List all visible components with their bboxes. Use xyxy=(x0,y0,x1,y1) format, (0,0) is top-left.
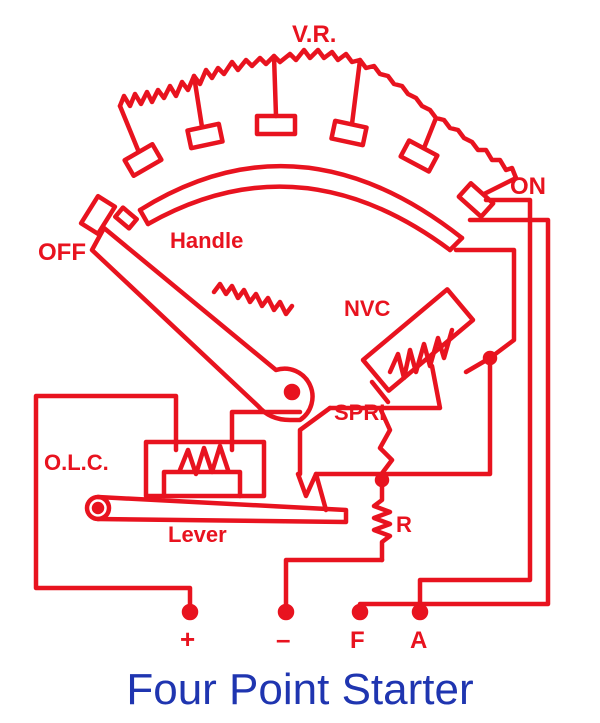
tap-3 xyxy=(271,53,279,119)
brass-strip-inner xyxy=(145,184,453,253)
junction-nvc xyxy=(482,350,498,366)
wire-to-resistor xyxy=(377,405,395,479)
terminal-plus-dot xyxy=(181,603,199,621)
wire-nvc-to-field xyxy=(313,355,493,477)
stud-4 xyxy=(329,118,369,148)
brass-strip-end-left xyxy=(137,207,151,227)
wire-olc-right xyxy=(229,409,303,453)
label-lever: Lever xyxy=(168,522,227,547)
wire-strip-to-nvc xyxy=(453,247,517,375)
tap-1 xyxy=(117,103,141,153)
tap-4 xyxy=(349,57,363,127)
junction-r xyxy=(374,472,390,488)
tap-5 xyxy=(421,115,439,151)
stud-off xyxy=(78,193,118,237)
label-variable-resistance: V.R. xyxy=(292,21,336,48)
brass-strip-end-right xyxy=(447,235,465,253)
wire-on-to-field xyxy=(357,217,551,611)
handle-pivot xyxy=(283,383,301,401)
tap-2 xyxy=(191,73,205,130)
lever-contact xyxy=(295,471,329,513)
stud-2 xyxy=(185,121,225,151)
brass-strip-outer xyxy=(137,163,465,241)
label-handle: Handle xyxy=(170,228,243,253)
terminal-minus-dot xyxy=(277,603,295,621)
nvc-bracket xyxy=(327,363,443,411)
wire-on-to-armature xyxy=(417,197,533,611)
resistor-r xyxy=(371,473,393,563)
handle-soft-iron-piece xyxy=(211,281,295,317)
tap-on xyxy=(481,175,519,197)
stud-small xyxy=(112,205,140,231)
starter-handle-arm xyxy=(89,225,315,423)
olc-coil xyxy=(177,443,231,477)
stud-3 xyxy=(254,113,298,137)
label-spring: SPRI xyxy=(334,400,385,425)
variable-resistance-zigzag xyxy=(117,47,519,181)
stud-5 xyxy=(398,138,440,174)
terminal-armature-label: A xyxy=(410,627,427,654)
nvc-coil xyxy=(387,327,455,381)
stud-1 xyxy=(122,141,164,179)
olc-frame xyxy=(143,439,267,499)
overload-lever xyxy=(95,494,349,525)
label-resistor: R xyxy=(396,512,412,537)
label-on: ON xyxy=(510,173,546,200)
figure-caption: Four Point Starter xyxy=(126,665,474,714)
label-olc: O.L.C. xyxy=(44,450,109,475)
wire-olc-top xyxy=(33,393,193,611)
terminal-armature-dot xyxy=(411,603,429,621)
terminal-minus-label: – xyxy=(276,624,290,654)
label-off: OFF xyxy=(38,239,86,266)
starter-circuit-diagram: V.R. ON OFF Handle NVC SPRI O.L.C. Lever… xyxy=(33,21,551,654)
olc-core xyxy=(161,469,243,499)
label-nvc: NVC xyxy=(344,296,391,321)
lever-pivot-inner xyxy=(91,501,105,515)
wire-r-to-minus xyxy=(283,557,385,611)
wire-spring xyxy=(297,405,333,477)
terminal-field-dot xyxy=(351,603,369,621)
terminal-plus-label: + xyxy=(180,624,195,654)
nvc-bracket-left xyxy=(369,379,391,405)
terminal-field-label: F xyxy=(350,627,365,654)
